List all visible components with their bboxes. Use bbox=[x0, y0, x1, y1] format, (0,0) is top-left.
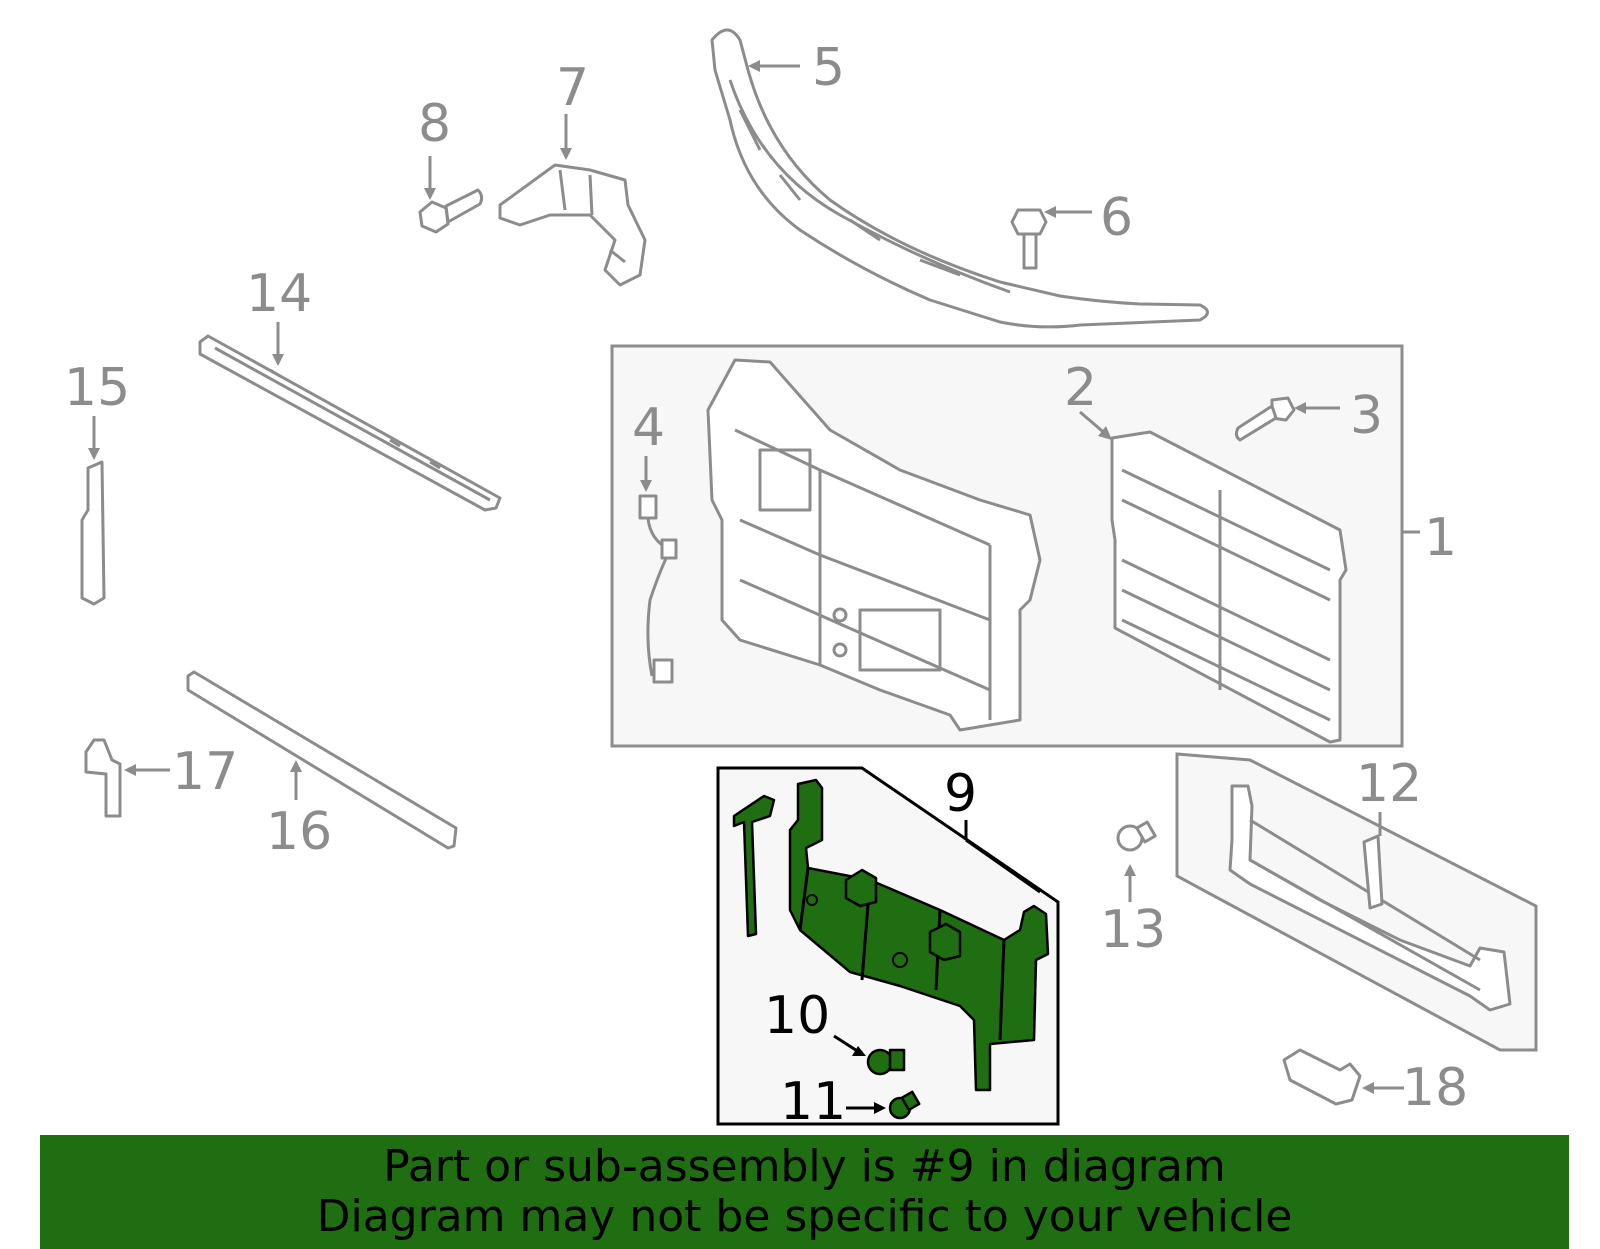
part-5-upper-tie-bar[interactable] bbox=[710, 28, 1209, 329]
callout-5: 5 bbox=[812, 38, 846, 98]
callout-11: 11 bbox=[780, 1072, 847, 1132]
callout-6: 6 bbox=[1100, 188, 1134, 248]
part-6-bolt[interactable] bbox=[1010, 208, 1048, 270]
part-14-strip[interactable] bbox=[198, 334, 502, 512]
part-13-push-pin[interactable] bbox=[1116, 820, 1157, 852]
part-4-sensor-harness[interactable] bbox=[638, 494, 678, 684]
footer-line-1: Part or sub-assembly is #9 in diagram bbox=[383, 1141, 1226, 1192]
callout-2: 2 bbox=[1064, 358, 1098, 418]
callout-1: 1 bbox=[1424, 508, 1458, 568]
callout-15: 15 bbox=[64, 358, 131, 418]
footer-banner: Part or sub-assembly is #9 in diagram Di… bbox=[40, 1135, 1569, 1249]
part-11-clip[interactable] bbox=[888, 1090, 921, 1120]
callout-16: 16 bbox=[266, 802, 333, 862]
part-10-pin[interactable] bbox=[866, 1048, 906, 1076]
part-18-sensor[interactable] bbox=[1282, 1048, 1362, 1106]
callout-9: 9 bbox=[944, 764, 978, 824]
part-3-bolt[interactable] bbox=[1234, 396, 1296, 442]
part-7-bracket[interactable] bbox=[498, 163, 647, 287]
callout-3: 3 bbox=[1350, 386, 1384, 446]
callout-17: 17 bbox=[172, 742, 239, 802]
callout-10: 10 bbox=[764, 986, 831, 1046]
part-8-bolt[interactable] bbox=[418, 188, 484, 234]
part-9-lower-panel[interactable] bbox=[732, 778, 1050, 1092]
callout-12: 12 bbox=[1356, 754, 1423, 814]
part-16-strip[interactable] bbox=[186, 670, 458, 850]
part-2-active-grille-shutter[interactable] bbox=[1110, 430, 1348, 744]
part-12-reinforcement[interactable] bbox=[1228, 784, 1512, 1012]
callout-4: 4 bbox=[632, 398, 666, 458]
callout-8: 8 bbox=[418, 94, 452, 154]
callout-14: 14 bbox=[246, 264, 313, 324]
callout-13: 13 bbox=[1100, 900, 1167, 960]
footer-line-2: Diagram may not be specific to your vehi… bbox=[316, 1191, 1293, 1242]
callout-18: 18 bbox=[1402, 1058, 1469, 1118]
part-1-radiator-support[interactable] bbox=[706, 358, 1042, 732]
callout-7: 7 bbox=[556, 58, 590, 118]
part-17-clip[interactable] bbox=[84, 738, 122, 818]
part-15-seal[interactable] bbox=[80, 460, 106, 606]
